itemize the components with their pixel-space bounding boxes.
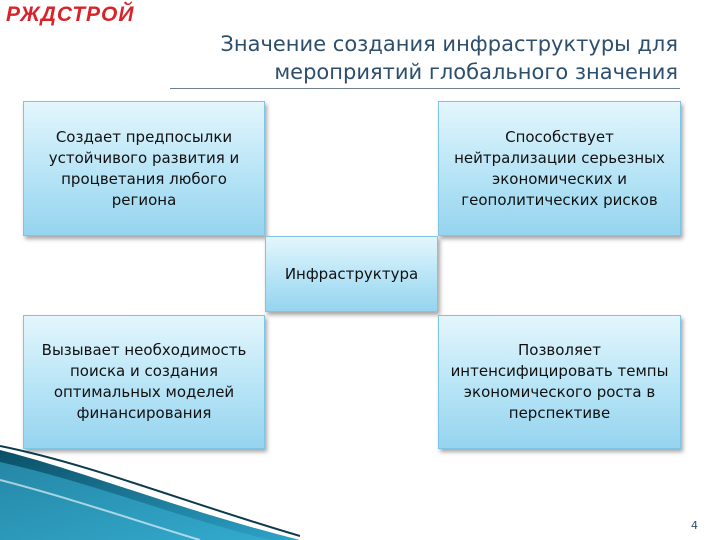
decorative-swoosh [0,445,300,540]
rzdstroy-logo: РЖДСТРОЙ [6,3,135,26]
box-bottom-left: Вызывает необходимость поиска и создания… [23,315,265,449]
slide-title: Значение создания инфраструктуры для мер… [118,30,678,86]
box-bottom-right-text: Позволяет интенсифицировать темпы эконом… [450,341,669,422]
box-bottom-right: Позволяет интенсифицировать темпы эконом… [438,315,681,449]
slide-title-line-1: Значение создания инфраструктуры для [220,32,678,56]
slide-title-line-2: мероприятий глобального значения [274,60,678,84]
box-top-left: Создает предпосылки устойчивого развития… [23,101,265,236]
box-top-right-text: Способствует нейтрализации серьезных эко… [454,127,665,209]
box-top-left-text: Создает предпосылки устойчивого развития… [48,127,240,209]
title-divider [170,88,680,89]
box-center-text: Инфраструктура [284,264,419,283]
box-center: Инфраструктура [265,236,438,312]
box-top-right: Способствует нейтрализации серьезных эко… [438,101,681,236]
box-bottom-left-text: Вызывает необходимость поиска и создания… [41,341,247,422]
page-number: 4 [691,519,698,532]
